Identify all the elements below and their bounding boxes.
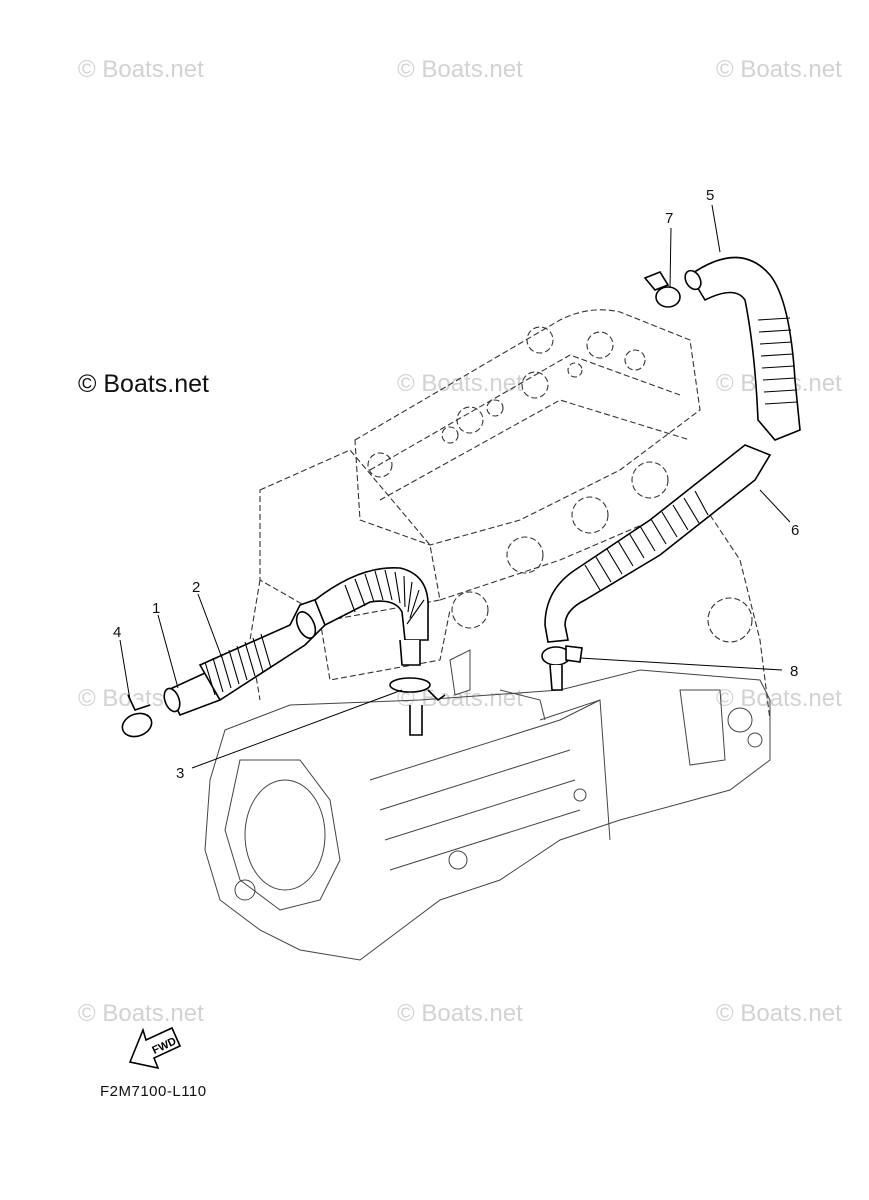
- part-8-clamp: [541, 645, 583, 691]
- part-3-ring: [389, 677, 446, 736]
- callout-6: 6: [791, 522, 799, 539]
- callout-7: 7: [665, 210, 673, 227]
- watermark: © Boats.net: [78, 56, 204, 83]
- part-4-clip: [121, 694, 153, 738]
- drawing-code: F2M7100-L110: [100, 1083, 207, 1100]
- part-2-hose: [198, 597, 331, 702]
- callout-2: 2: [192, 579, 200, 596]
- watermark: © Boats.net: [78, 1000, 204, 1027]
- fwd-arrow-icon: FWD: [128, 1026, 182, 1070]
- callout-3: 3: [176, 765, 184, 782]
- part-7-clamp: [643, 271, 681, 308]
- watermark: © Boats.net: [716, 56, 842, 83]
- callout-4: 4: [113, 624, 121, 641]
- part-5-hose: [684, 256, 801, 441]
- crankcase-outline: [204, 649, 771, 961]
- watermark: © Boats.net: [716, 1000, 842, 1027]
- watermark: © Boats.net: [397, 1000, 523, 1027]
- elbow-hose: [314, 566, 429, 666]
- engine-block-outline: [249, 309, 771, 721]
- watermark: © Boats.net: [397, 56, 523, 83]
- part-6-hose: [544, 444, 772, 643]
- callout-5: 5: [706, 187, 714, 204]
- main-copyright: © Boats.net: [78, 370, 209, 398]
- callout-1: 1: [152, 600, 160, 617]
- watermark: © Boats.net: [716, 685, 842, 712]
- callout-8: 8: [790, 663, 798, 680]
- leader-lines: [119, 204, 791, 769]
- watermark: © Boats.net: [397, 370, 523, 397]
